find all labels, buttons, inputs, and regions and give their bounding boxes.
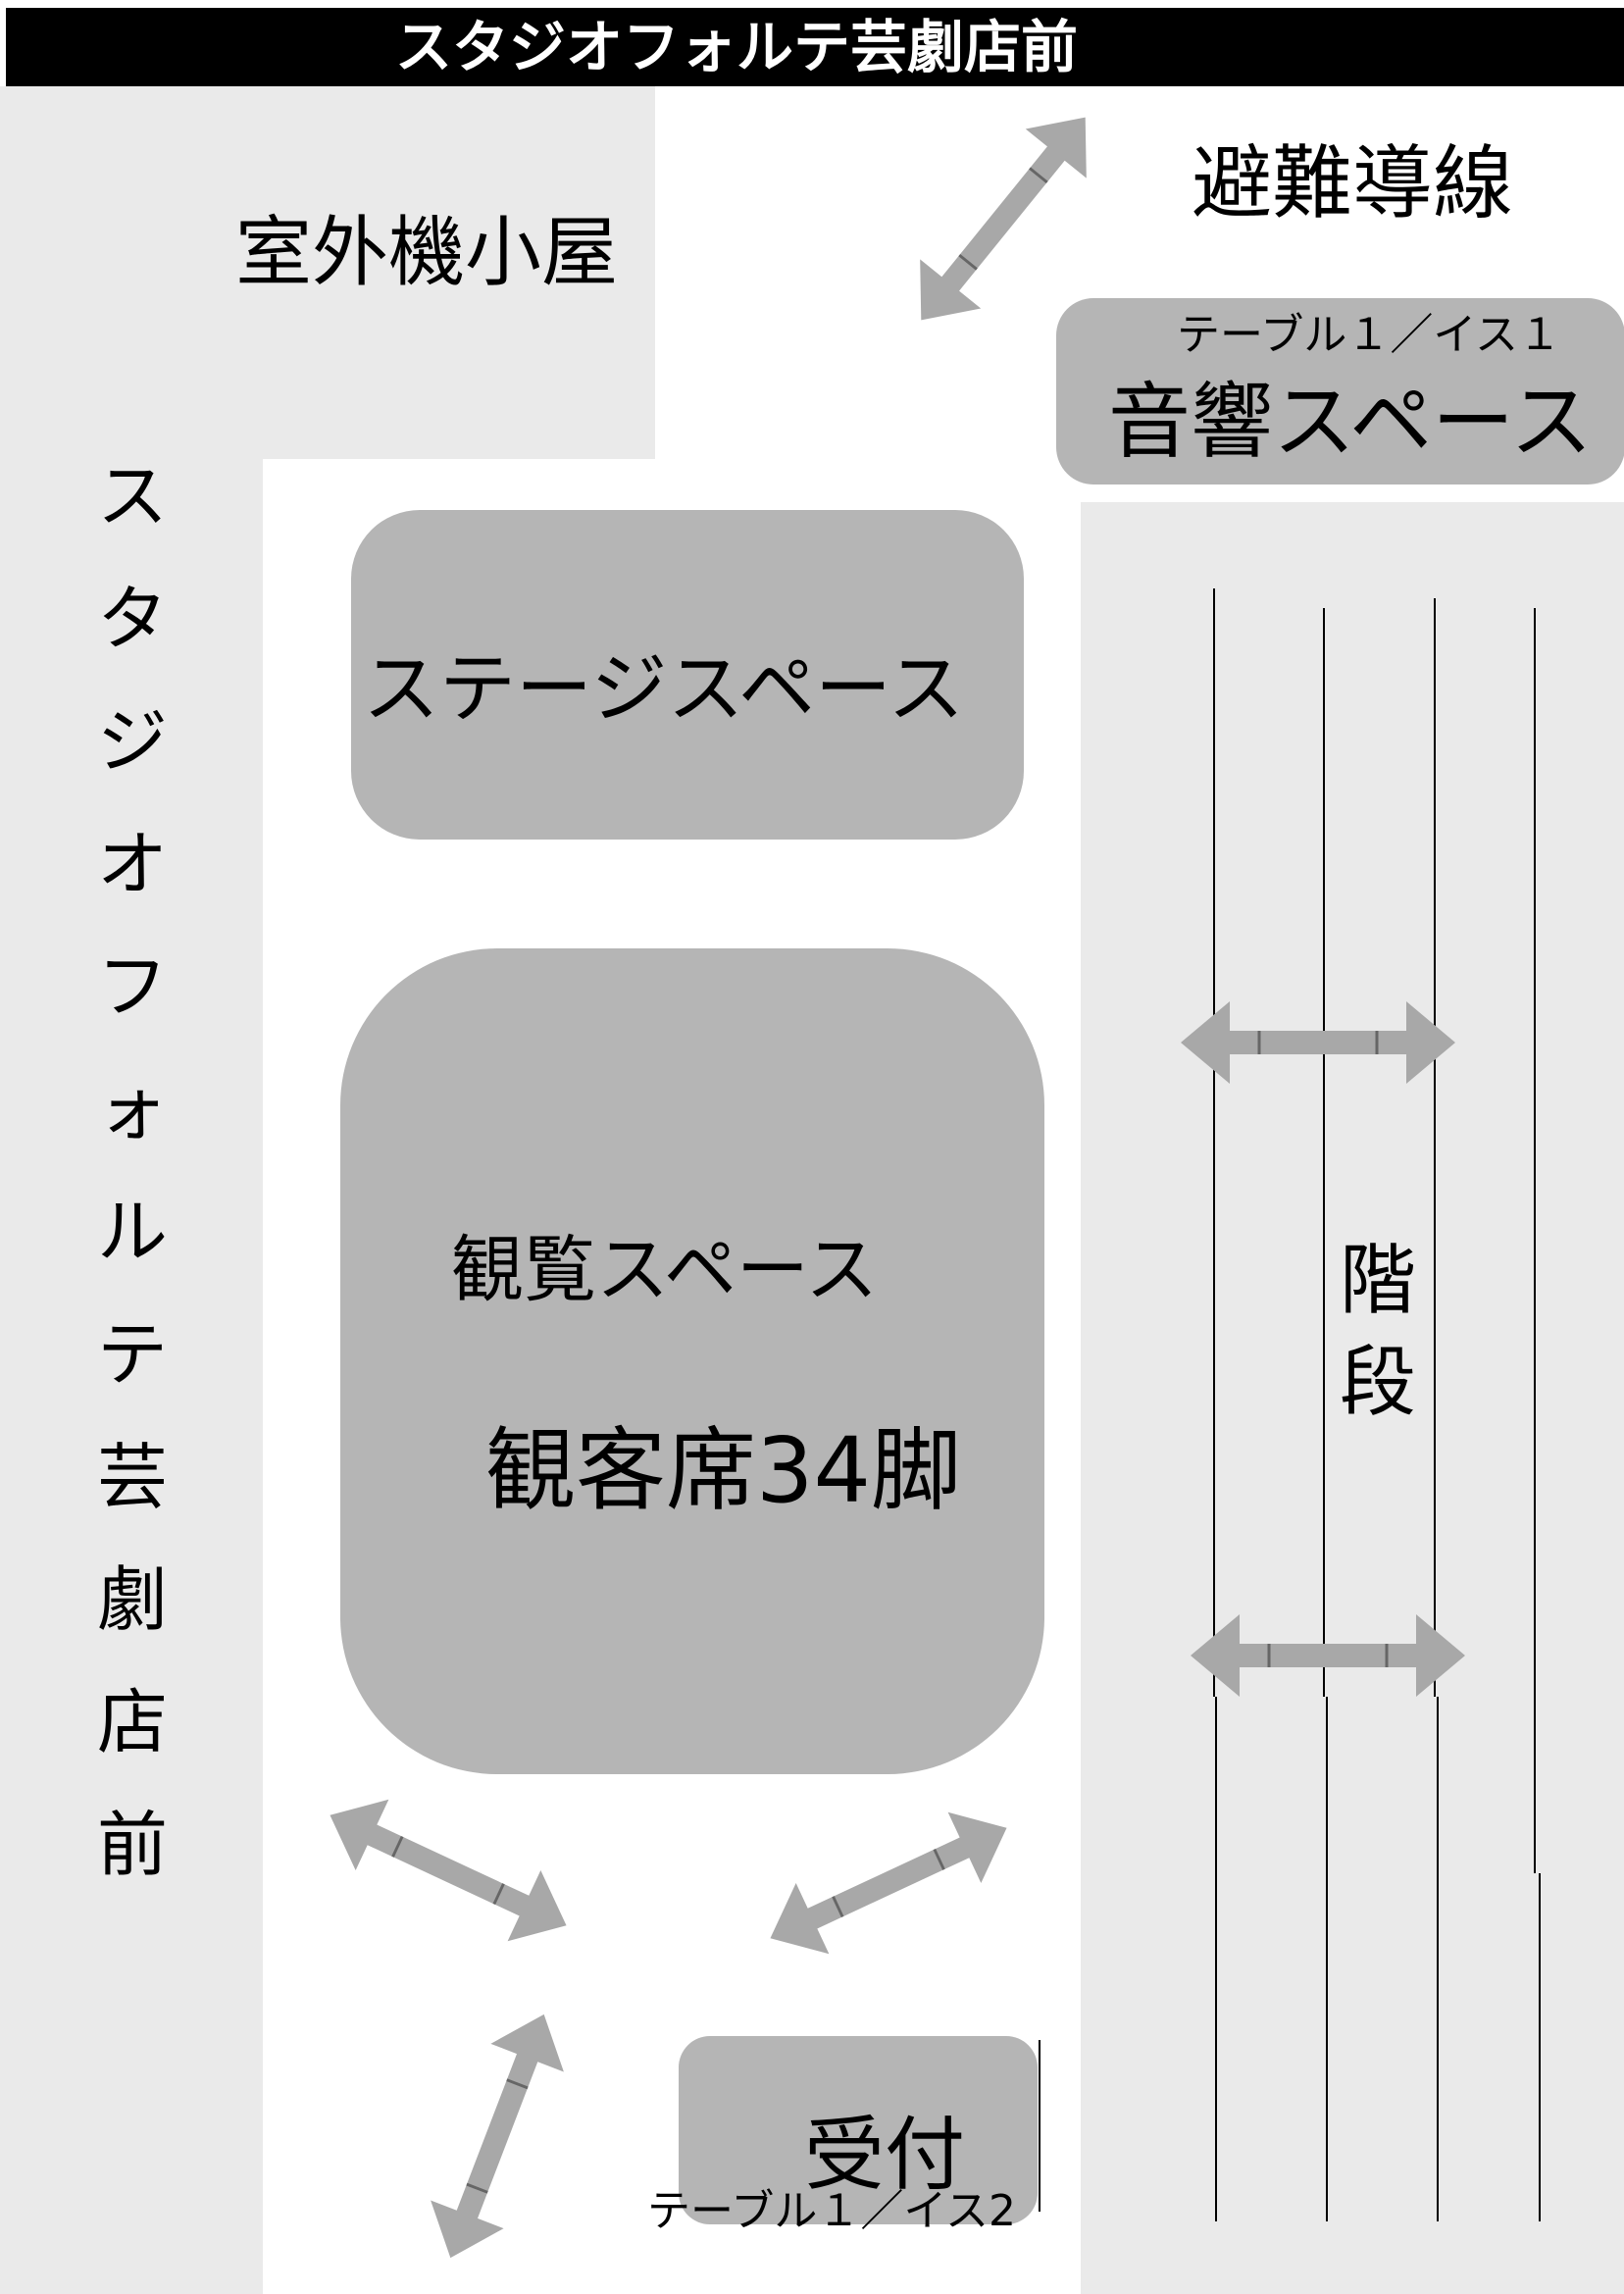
stage-space-label: ステージスペース xyxy=(363,645,965,734)
vertical-store-label: ス タ ジ オ フ ォ ル テ 芸 劇 店 前 xyxy=(88,461,177,1932)
viewing-space-box xyxy=(340,948,1044,1774)
vertical-char: ス xyxy=(96,455,168,537)
reception-box xyxy=(679,2036,1038,2224)
stair-lines xyxy=(1039,588,1541,2221)
vertical-char: 前 xyxy=(96,1804,168,1886)
reception-furniture: テーブル１／イス2 xyxy=(647,2186,1017,2236)
outdoor-unit-label: 室外機小屋 xyxy=(235,209,619,297)
double-headed-arrow-icon xyxy=(412,1999,583,2273)
double-headed-arrow-icon xyxy=(752,1791,1025,1975)
viewing-space-label: 観覧スペース xyxy=(451,1228,879,1312)
stairs-area xyxy=(1081,502,1624,2294)
page-title: スタジオフォルテ芸劇店前 xyxy=(6,8,1624,86)
vertical-char: オ xyxy=(96,823,168,905)
vertical-char: タ xyxy=(96,578,168,660)
stairs-label-line: 階 xyxy=(1339,1237,1416,1325)
double-headed-arrow-icon xyxy=(312,1778,584,1963)
sound-space-furniture: テーブル１／イス１ xyxy=(1177,310,1562,360)
vertical-char: 店 xyxy=(96,1681,168,1763)
double-headed-arrow-icon xyxy=(1189,1612,1467,1699)
sound-space-label: 音響スペース xyxy=(1108,374,1593,470)
page-title-text: スタジオフォルテ芸劇店前 xyxy=(394,14,1078,80)
vertical-char: 芸 xyxy=(96,1436,168,1518)
vertical-char: テ xyxy=(96,1313,168,1396)
vertical-char: 劇 xyxy=(96,1558,168,1641)
evacuation-route-label: 避難導線 xyxy=(1192,137,1514,230)
stairs-label-line: 段 xyxy=(1339,1338,1416,1427)
vertical-char: フ xyxy=(96,945,168,1028)
outdoor-unit-area xyxy=(0,86,655,459)
stairs-label: 階 段 xyxy=(1334,1231,1422,1434)
reception-label: 受付 xyxy=(804,2109,966,2202)
double-headed-arrow-icon xyxy=(888,91,1118,346)
vertical-char: ォ xyxy=(96,1068,168,1150)
vertical-char: ル xyxy=(96,1191,168,1273)
double-headed-arrow-icon xyxy=(1179,999,1457,1086)
stage-space-box xyxy=(351,510,1024,840)
sound-space-box xyxy=(1056,298,1624,484)
audience-seats-label: 観客席34脚 xyxy=(485,1418,962,1523)
vertical-char: ジ xyxy=(96,700,168,783)
